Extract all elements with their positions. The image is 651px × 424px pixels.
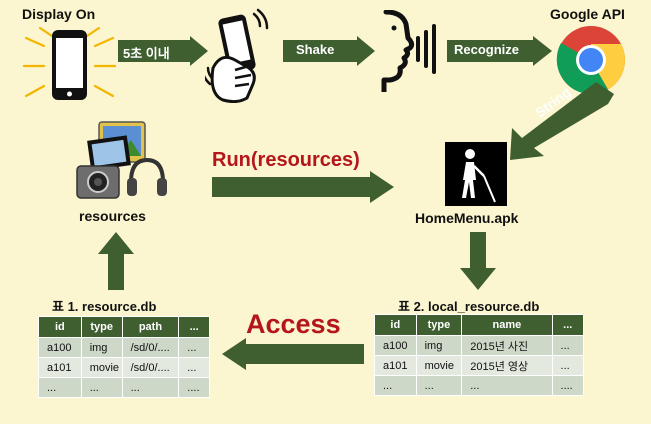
table2-cell: a101 [374,355,417,376]
table2-cell: .... [551,375,585,396]
table1-cell: a101 [38,357,82,378]
table-row: a101 movie 2015년 영상 ... [374,355,585,376]
table-row: ... ... ... .... [374,375,585,396]
table1-cell: /sd/0/.... [121,337,180,358]
arrow-up-to-resources [98,232,134,290]
table1-cell: .... [178,377,210,398]
resource-db-table: id type path ... a100 img /sd/0/.... ...… [38,316,210,398]
table-row: a100 img /sd/0/.... ... [38,337,210,358]
table2-caption: 표 2. local_resource.db [398,299,540,314]
local-resource-db-table: id type name ... a100 img 2015년 사진 ... a… [374,314,585,396]
table1-cell: /sd/0/.... [121,357,180,378]
table2-cell: ... [551,355,585,376]
arrow-shake-label: Shake [296,42,335,57]
google-api-label: Google API [550,6,625,22]
chrome-icon [556,26,625,94]
table1-cell: img [80,337,123,358]
access-label: Access [246,309,341,339]
table2-cell: ... [461,375,553,396]
table1-cell: ... [178,357,210,378]
arrow-recognize [447,36,552,71]
arrow-within-5s [118,36,208,71]
table1-caption: 표 1. resource.db [52,299,157,314]
table2-header-cell: id [374,314,417,336]
table2-cell: 2015년 영상 [461,355,553,376]
table1-header-cell: ... [178,316,210,338]
shaking-phone-icon [205,8,269,103]
table2-cell: movie [415,355,463,376]
table1-cell: ... [80,377,123,398]
resources-media-icon [76,121,167,199]
arrow-run-resources [212,171,394,208]
run-resources-label: Run(resources) [212,149,360,171]
table1-header-cell: id [38,316,82,338]
arrow-string [510,82,614,160]
table1-cell: ... [178,337,210,358]
arrow-shake [283,36,375,71]
arrow-within-5s-label: 5초 이내 [123,46,170,61]
arrow-recognize-label: Recognize [454,42,520,57]
homemenu-label: HomeMenu.apk [415,210,519,226]
table2-cell: ... [551,335,585,356]
display-on-label: Display On [22,6,96,22]
table2-header-cell: name [461,314,553,336]
speaking-head-icon [381,10,436,92]
table2-header-cell: ... [551,314,585,336]
homemenu-app-icon [445,142,507,206]
arrow-access [222,338,364,375]
table2-header-cell: type [415,314,463,336]
resources-label: resources [79,208,146,224]
table2-cell: img [415,335,463,356]
table-row: a100 img 2015년 사진 ... [374,335,585,356]
table-row: ... ... ... .... [38,377,210,398]
table2-cell: ... [415,375,463,396]
arrow-down-from-homemenu [460,232,496,290]
table1-cell: movie [80,357,123,378]
table2-cell: ... [374,375,417,396]
table1-header-cell: path [121,316,180,338]
table1-cell: ... [121,377,180,398]
table-row: a101 movie /sd/0/.... ... [38,357,210,378]
table2-cell: 2015년 사진 [461,335,553,356]
table1-header-cell: type [80,316,123,338]
phone-display-on-icon [22,26,117,100]
table2-cell: a100 [374,335,417,356]
table1-cell: ... [38,377,82,398]
table1-cell: a100 [38,337,82,358]
